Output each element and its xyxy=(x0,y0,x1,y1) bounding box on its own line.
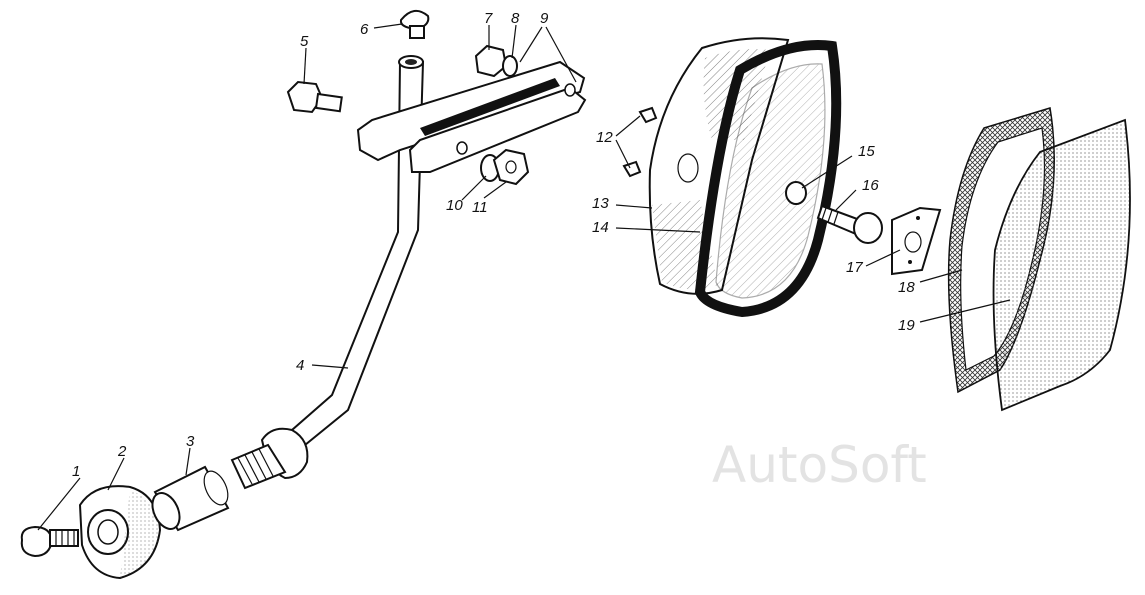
callout-labels: 1 2 3 4 5 6 7 8 9 10 11 12 13 14 15 16 1… xyxy=(72,10,915,480)
part-14-mirror-frame xyxy=(694,40,842,318)
part-9-bracket xyxy=(356,60,587,173)
part-4-lever-rod xyxy=(230,55,425,490)
part-5-hex-bolt xyxy=(286,80,343,114)
callout-11: 11 xyxy=(472,199,488,216)
part-3-sleeve xyxy=(151,465,230,532)
callout-13: 13 xyxy=(592,195,609,212)
part-19-mirror-glass xyxy=(992,118,1131,412)
part-2-knob-ring xyxy=(78,485,162,580)
part-6-pin xyxy=(399,9,430,39)
callout-7: 7 xyxy=(484,10,493,27)
callout-9: 9 xyxy=(540,10,549,27)
leader-lines xyxy=(37,23,1011,531)
part-1-bolt xyxy=(20,525,79,558)
callout-10: 10 xyxy=(446,197,463,214)
part-7-nut xyxy=(474,44,508,78)
callout-19: 19 xyxy=(898,317,915,334)
callout-8: 8 xyxy=(511,10,520,27)
callout-15: 15 xyxy=(858,143,875,160)
part-8-washer xyxy=(502,55,518,77)
part-11-nut xyxy=(492,148,530,186)
callout-12: 12 xyxy=(596,129,613,146)
part-12-screws xyxy=(622,106,658,178)
callout-18: 18 xyxy=(898,279,915,296)
callout-16: 16 xyxy=(862,177,879,194)
callout-5: 5 xyxy=(300,33,309,50)
callout-6: 6 xyxy=(360,21,369,38)
part-16-ball-stud xyxy=(816,204,883,244)
callout-3: 3 xyxy=(186,433,195,450)
part-17-plate xyxy=(891,206,942,276)
part-15-pivot xyxy=(785,181,807,205)
callout-17: 17 xyxy=(846,259,863,276)
watermark-text: AutoSoft xyxy=(712,436,927,494)
callout-1: 1 xyxy=(72,463,80,480)
callout-14: 14 xyxy=(592,219,609,236)
callout-2: 2 xyxy=(117,443,127,460)
callout-4: 4 xyxy=(296,357,304,374)
